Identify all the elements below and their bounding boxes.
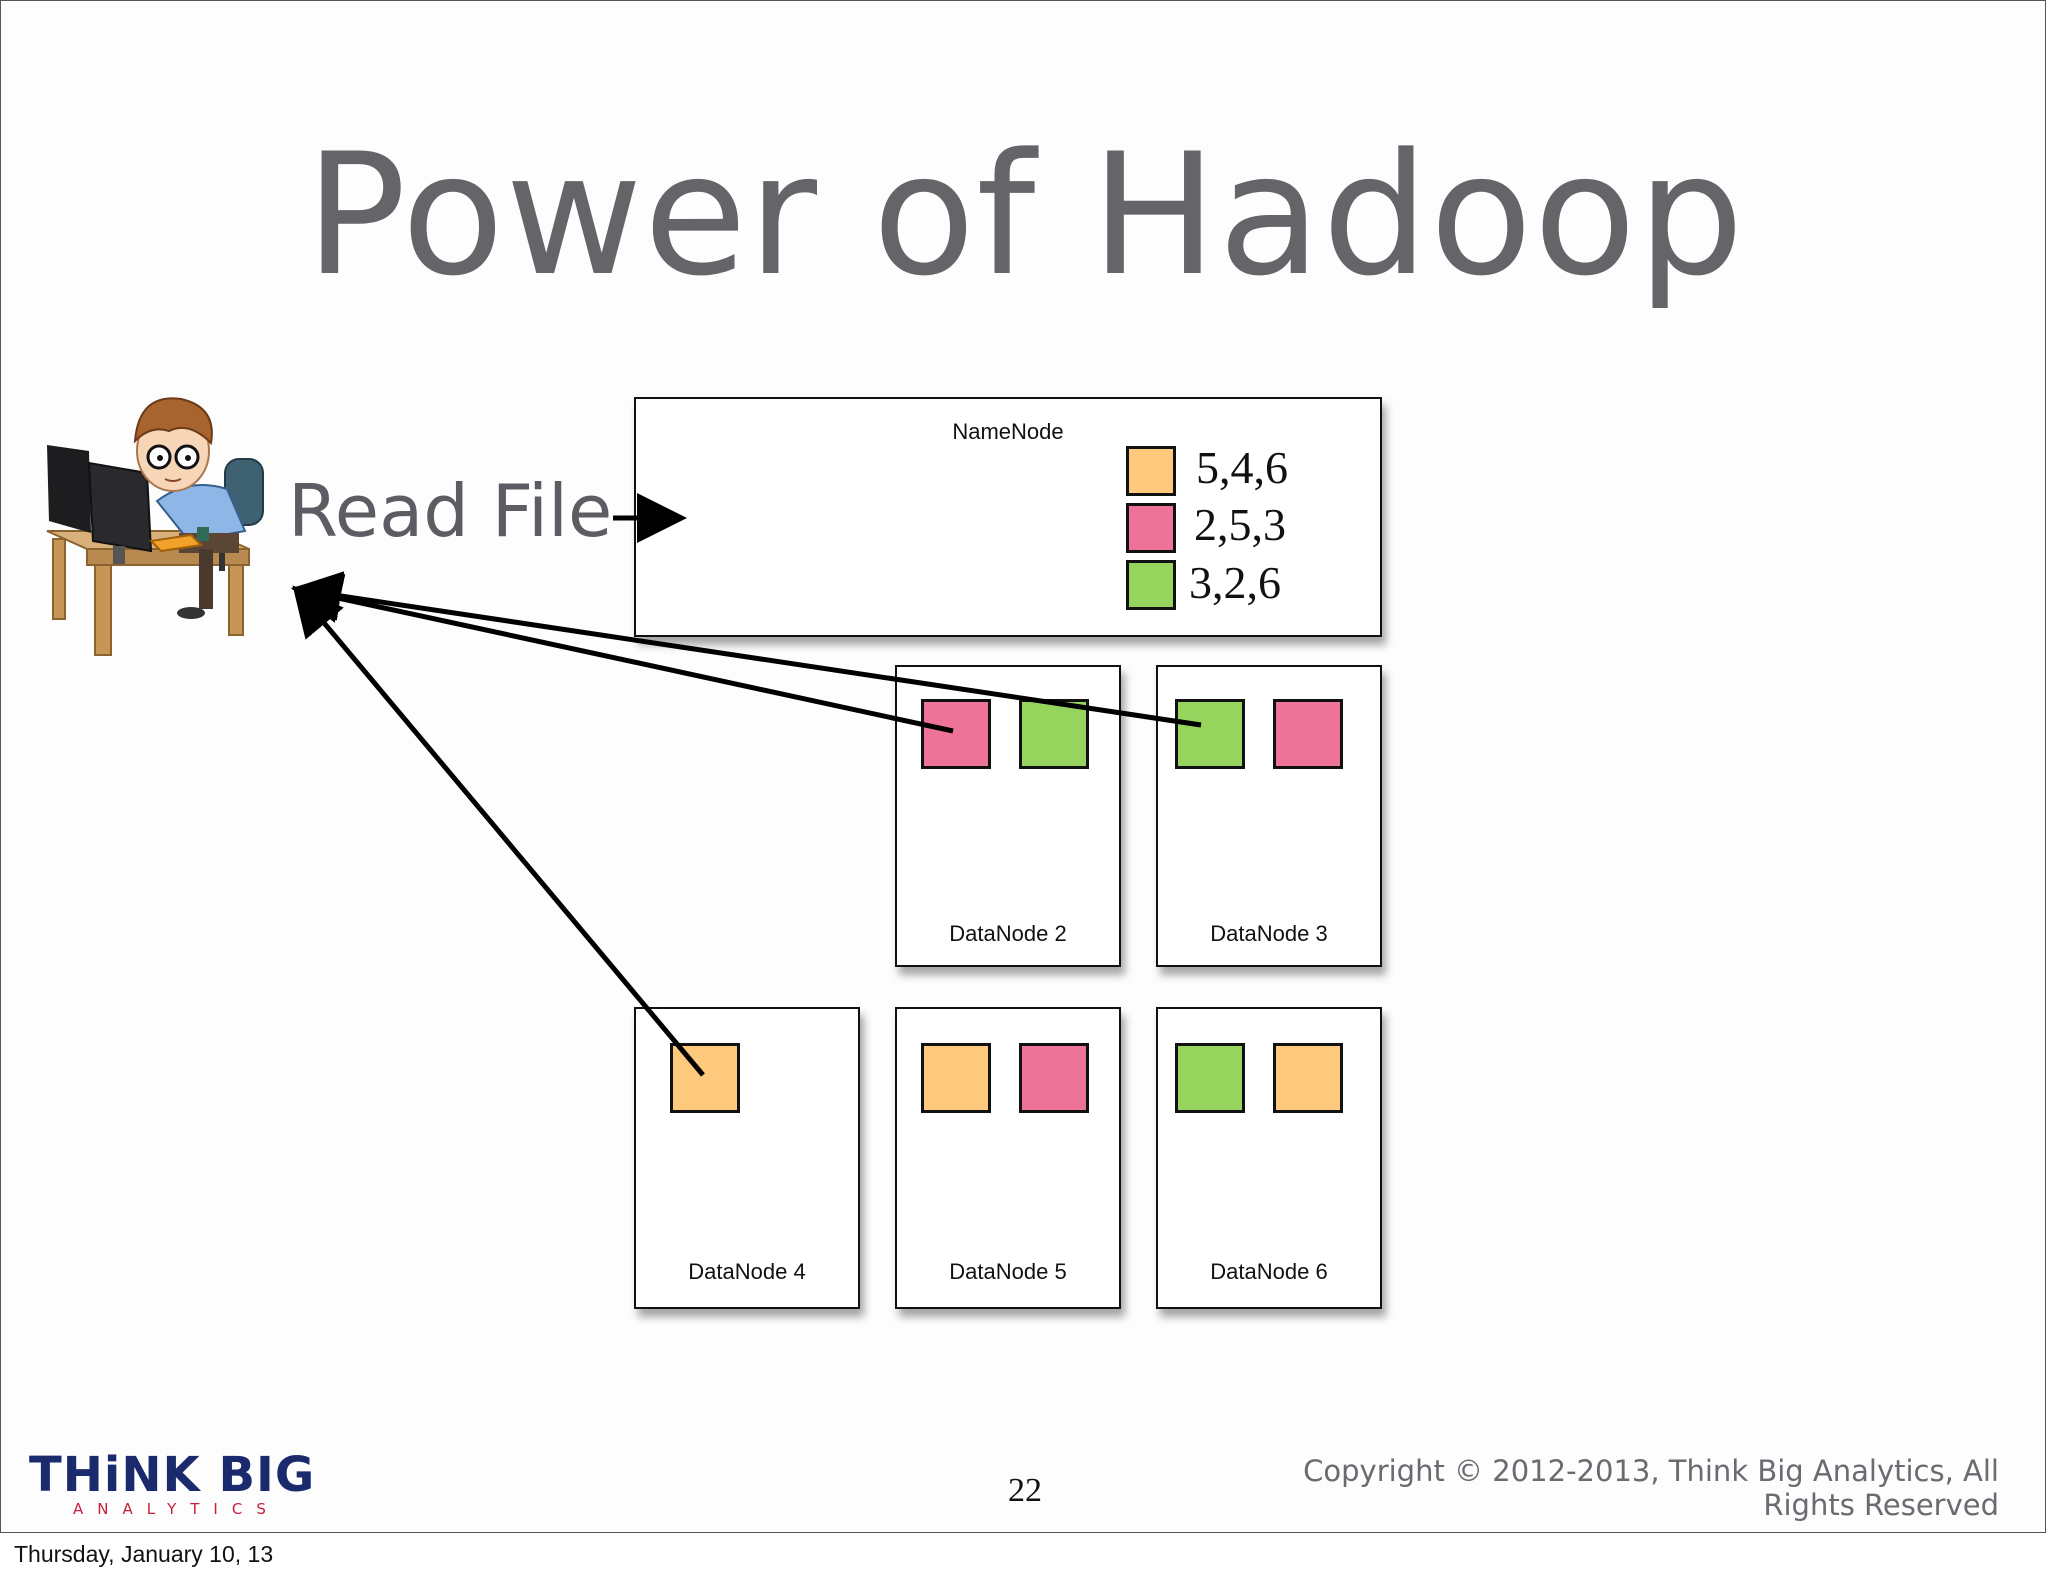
copyright-line-1: Copyright © 2012-2013, Think Big Analyti… [1303,1454,1999,1488]
datanode-label: DataNode 2 [949,921,1067,946]
legend-swatch-orange [1126,446,1176,496]
block-green [1175,1043,1245,1113]
analytics-logo-sub: ANALYTICS [73,1500,280,1518]
block-pink [921,699,991,769]
legend-swatch-pink [1126,503,1176,553]
user-at-computer-icon [46,397,264,656]
read-arrow-from-datanode-2 [291,574,954,734]
block-orange [921,1043,991,1113]
datanode-label: DataNode 3 [1210,921,1328,946]
legend-swatch-green [1126,560,1176,610]
block-orange [1273,1043,1343,1113]
slide-title: Power of Hadoop [305,117,1745,313]
read-arrow-from-datanode-3 [291,571,1202,728]
datanode-6-box: DataNode 6 [1156,1007,1382,1309]
slide-date: Thursday, January 10, 13 [14,1541,274,1567]
namenode-label: NameNode [952,419,1064,444]
block-pink [1019,1043,1089,1113]
copyright-line-2: Rights Reserved [1763,1488,1999,1522]
block-pink [1273,699,1343,769]
read-arrow-from-datanode-4 [292,585,705,1077]
datanode-2-box: DataNode 2 [895,665,1121,967]
slide: Power of Hadoop Read File NameN [0,0,2046,1533]
datanode-label: DataNode 4 [688,1259,806,1284]
legend-text-green: 3,2,6 [1189,557,1281,608]
copyright-notice: Copyright © 2012-2013, Think Big Analyti… [1303,1454,1999,1522]
think-big-logo: THiNK BIG [29,1447,316,1503]
block-green [1175,699,1245,769]
page-number: 22 [1008,1472,1042,1509]
legend-text-orange: 5,4,6 [1196,442,1288,493]
namenode-box: NameNode 5,4,6 2,5,3 3,2,6 [634,397,1382,637]
read-file-label: Read File [288,469,613,553]
legend-text-pink: 2,5,3 [1194,499,1286,550]
datanode-5-box: DataNode 5 [895,1007,1121,1309]
block-orange [670,1043,740,1113]
datanode-4-box: DataNode 4 [634,1007,860,1309]
datanode-label: DataNode 6 [1210,1259,1328,1284]
datanode-3-box: DataNode 3 [1156,665,1382,967]
datanode-label: DataNode 5 [949,1259,1067,1284]
